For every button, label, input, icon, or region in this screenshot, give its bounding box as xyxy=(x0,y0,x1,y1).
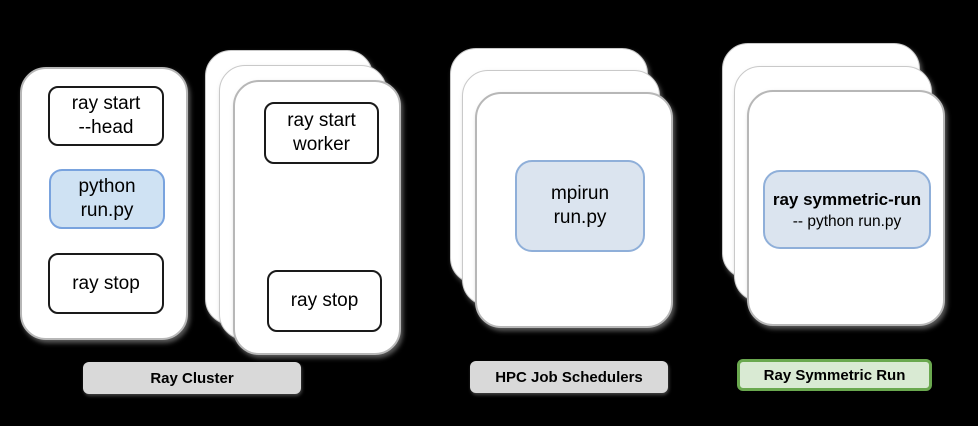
command-line: ray start xyxy=(287,110,356,131)
command-line: run.py xyxy=(80,200,134,221)
hpc-stack-card-front: mpirun run.py xyxy=(475,92,673,328)
worker-stack-card-front: ray start worker ray stop xyxy=(233,80,401,355)
ray-start-head-box: ray start --head xyxy=(48,86,164,146)
label-text: HPC Job Schedulers xyxy=(495,368,643,386)
symmetric-stack-card-front: ray symmetric-run -- python run.py xyxy=(747,90,945,326)
ray-symmetric-run-label: Ray Symmetric Run xyxy=(737,359,932,391)
command-line: -- python run.py xyxy=(792,212,902,230)
command-line: run.py xyxy=(553,207,607,228)
hpc-job-schedulers-label: HPC Job Schedulers xyxy=(470,361,668,393)
command-line: python xyxy=(78,176,136,197)
label-text: Ray Cluster xyxy=(150,369,234,387)
ray-start-worker-box: ray start worker xyxy=(264,102,379,164)
label-text: Ray Symmetric Run xyxy=(763,366,906,384)
command-line: worker xyxy=(292,134,350,155)
symmetric-run-box: ray symmetric-run -- python run.py xyxy=(763,170,931,249)
ray-stop-box: ray stop xyxy=(48,253,164,314)
command-line: ray stop xyxy=(290,290,359,311)
command-line: --head xyxy=(78,117,134,138)
head-node-card: ray start --head python run.py ray stop xyxy=(20,67,188,340)
command-line: mpirun xyxy=(550,183,610,204)
python-run-box: python run.py xyxy=(49,169,165,229)
worker-ray-stop-box: ray stop xyxy=(267,270,382,332)
command-line: ray symmetric-run xyxy=(772,189,922,209)
command-line: ray stop xyxy=(72,272,140,294)
mpirun-box: mpirun run.py xyxy=(515,160,645,252)
command-line: ray start xyxy=(71,93,141,114)
ray-cluster-label: Ray Cluster xyxy=(83,362,301,394)
